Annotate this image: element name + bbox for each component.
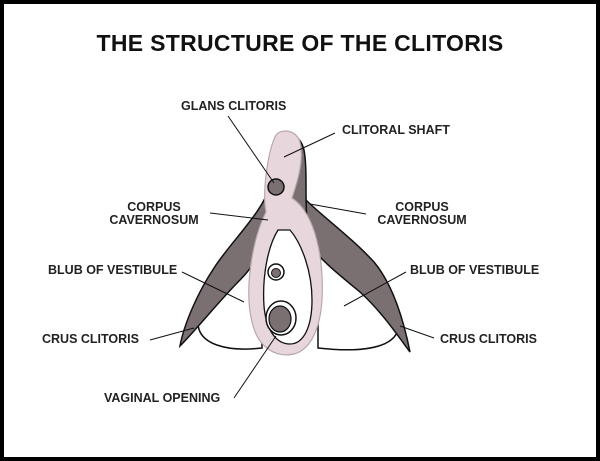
glans bbox=[267, 178, 285, 196]
leader-bulb-left bbox=[181, 271, 245, 303]
diagram-title: THE STRUCTURE OF THE CLITORIS bbox=[96, 30, 504, 56]
leader-crus-left bbox=[149, 327, 195, 341]
crus-right bbox=[305, 198, 411, 353]
leader-cc-left bbox=[209, 212, 269, 221]
label-glans-clitoris: GLANS CLITORIS bbox=[181, 99, 287, 113]
label-corpus-cavernosum-right: CORPUS CAVERNOSUM bbox=[377, 200, 467, 227]
leader-vaginal bbox=[233, 335, 277, 399]
leader-crus-right bbox=[399, 325, 435, 339]
label-crus-left: CRUS CLITORIS bbox=[42, 332, 139, 346]
leader-glans bbox=[227, 115, 275, 184]
leader-shaft bbox=[283, 132, 336, 158]
leader-bulb-right bbox=[343, 271, 407, 307]
leader-cc-right bbox=[309, 203, 367, 215]
label-vaginal-opening: VAGINAL OPENING bbox=[104, 391, 221, 405]
label-crus-right: CRUS CLITORIS bbox=[440, 332, 537, 346]
label-corpus-cavernosum-left: CORPUS CAVERNOSUM bbox=[109, 200, 199, 227]
label-bulb-left: BLUB OF VESTIBULE bbox=[48, 263, 178, 277]
label-clitoral-shaft: CLITORAL SHAFT bbox=[342, 123, 450, 137]
label-bulb-right: BLUB OF VESTIBULE bbox=[410, 263, 540, 277]
